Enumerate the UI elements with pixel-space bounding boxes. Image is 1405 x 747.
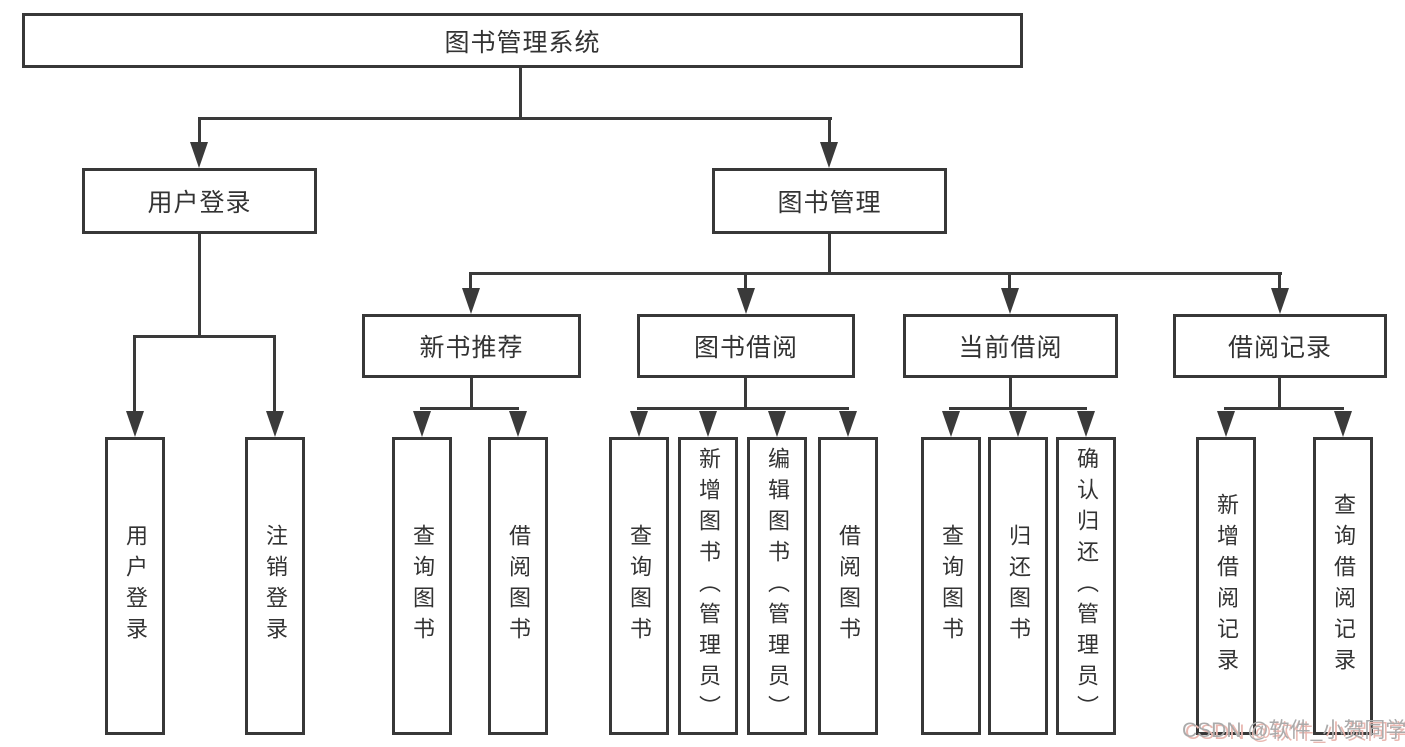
connector-stem-new-book <box>469 272 472 290</box>
connector-root-stem <box>519 68 522 120</box>
node-current-borrow-label: 当前借阅 <box>958 334 1063 362</box>
arrowhead-leaf-add-record <box>1217 411 1235 437</box>
node-book-borrow-label: 图书借阅 <box>693 334 798 362</box>
arrowhead-leaf-borrow-recommend <box>509 411 527 437</box>
connector-stem-book-management <box>828 117 831 143</box>
arrowhead-leaf-add-book <box>699 411 717 437</box>
arrowhead-leaf-query-current <box>942 411 960 437</box>
node-user-login-label: 用户登录 <box>147 189 252 217</box>
leaf-confirm-return-admin: 确认归还（管理员） <box>1056 437 1116 735</box>
arrowhead-leaf-confirm-return <box>1077 411 1095 437</box>
connector-stem-book-borrow <box>744 272 747 290</box>
arrowhead-current-borrow <box>1001 288 1019 314</box>
connector-stem-user-login <box>198 117 201 143</box>
connector-current-borrow-branch <box>949 407 1087 410</box>
leaf-return-books-label: 归还图书 <box>1006 524 1031 648</box>
arrowhead-new-book <box>462 288 480 314</box>
node-user-login: 用户登录 <box>82 168 317 234</box>
leaf-confirm-return-admin-label: 确认归还（管理员） <box>1074 446 1099 726</box>
leaf-query-borrow-record: 查询借阅记录 <box>1313 437 1373 735</box>
arrowhead-leaf-return-books <box>1009 411 1027 437</box>
connector-user-login-branch <box>133 335 276 338</box>
node-borrow-records: 借阅记录 <box>1173 314 1387 378</box>
leaf-query-books-current: 查询图书 <box>921 437 981 735</box>
leaf-logout-login: 注销登录 <box>245 437 305 735</box>
arrowhead-leaf-logout <box>266 411 284 437</box>
leaf-query-books-recommend: 查询图书 <box>392 437 452 735</box>
connector-borrow-records-branch <box>1224 407 1344 410</box>
arrowhead-book-management <box>820 142 838 168</box>
arrowhead-leaf-query-recommend <box>413 411 431 437</box>
leaf-query-books-current-label: 查询图书 <box>939 524 964 648</box>
arrowhead-user-login <box>190 142 208 168</box>
leaf-user-login: 用户登录 <box>105 437 165 735</box>
leaf-query-books-borrow: 查询图书 <box>609 437 669 735</box>
arrowhead-leaf-query-borrow <box>630 411 648 437</box>
connector-borrow-records-stem <box>1278 378 1281 410</box>
connector-user-login-stem <box>198 234 201 338</box>
leaf-edit-book-admin: 编辑图书（管理员） <box>747 437 807 735</box>
arrowhead-book-borrow <box>737 288 755 314</box>
leaf-logout-login-label: 注销登录 <box>263 524 288 648</box>
node-root: 图书管理系统 <box>22 13 1023 68</box>
arrowhead-borrow-records <box>1271 288 1289 314</box>
leaf-edit-book-admin-label: 编辑图书（管理员） <box>765 446 790 726</box>
connector-stem-leaf-logout <box>273 335 276 413</box>
node-new-book-recommend-label: 新书推荐 <box>419 334 524 362</box>
leaf-query-borrow-record-label: 查询借阅记录 <box>1331 493 1356 679</box>
node-current-borrow: 当前借阅 <box>903 314 1118 378</box>
node-root-label: 图书管理系统 <box>444 28 601 57</box>
leaf-borrow-books-recommend: 借阅图书 <box>488 437 548 735</box>
arrowhead-leaf-user-login <box>126 411 144 437</box>
leaf-borrow-books-borrow-label: 借阅图书 <box>836 524 861 648</box>
connector-level2-branch <box>198 117 832 120</box>
leaf-borrow-books-recommend-label: 借阅图书 <box>506 524 531 648</box>
connector-new-book-stem <box>470 378 473 410</box>
connector-book-borrow-branch <box>637 407 849 410</box>
connector-book-borrow-stem <box>744 378 747 410</box>
leaf-query-books-borrow-label: 查询图书 <box>627 524 652 648</box>
leaf-add-borrow-record-label: 新增借阅记录 <box>1214 493 1239 679</box>
connector-new-book-branch <box>420 407 519 410</box>
leaf-user-login-label: 用户登录 <box>123 524 148 648</box>
leaf-return-books: 归还图书 <box>988 437 1048 735</box>
connector-stem-leaf-user-login <box>133 335 136 413</box>
watermark: CSDN @软件_小贺同学 <box>1182 719 1405 742</box>
arrowhead-leaf-borrow-book <box>839 411 857 437</box>
leaf-borrow-books-borrow: 借阅图书 <box>818 437 878 735</box>
node-book-management-label: 图书管理 <box>777 189 882 217</box>
node-book-borrow: 图书借阅 <box>637 314 855 378</box>
leaf-add-book-admin-label: 新增图书（管理员） <box>696 446 721 726</box>
connector-current-borrow-stem <box>1009 378 1012 410</box>
node-new-book-recommend: 新书推荐 <box>362 314 581 378</box>
connector-book-management-stem <box>828 234 831 275</box>
leaf-add-book-admin: 新增图书（管理员） <box>678 437 738 735</box>
leaf-add-borrow-record: 新增借阅记录 <box>1196 437 1256 735</box>
connector-level3-branch <box>469 272 1282 275</box>
arrowhead-leaf-query-record <box>1334 411 1352 437</box>
node-book-management: 图书管理 <box>712 168 947 234</box>
arrowhead-leaf-edit-book <box>768 411 786 437</box>
leaf-query-books-recommend-label: 查询图书 <box>410 524 435 648</box>
node-borrow-records-label: 借阅记录 <box>1227 334 1332 362</box>
connector-stem-current-borrow <box>1008 272 1011 290</box>
connector-stem-borrow-records <box>1278 272 1281 290</box>
